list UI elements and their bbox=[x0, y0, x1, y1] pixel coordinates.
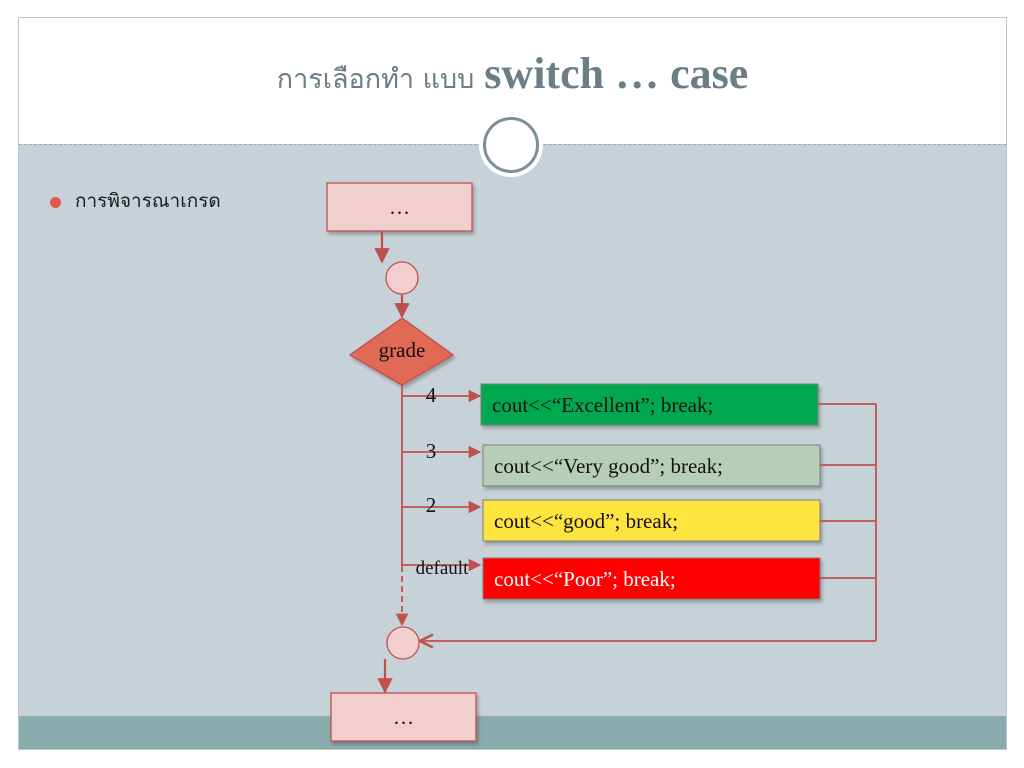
bottom-band bbox=[19, 716, 1006, 749]
title-ring-inner bbox=[483, 117, 539, 173]
branch-case-label: 4 bbox=[426, 383, 437, 407]
slide: การเลือกทำ แบบ switch … case การพิจารณาเก… bbox=[18, 17, 1007, 750]
bottom-connector-circle bbox=[386, 626, 420, 660]
end-box-label: … bbox=[393, 705, 414, 729]
branch-case-label: 3 bbox=[426, 439, 437, 463]
branch-case-label: 2 bbox=[426, 493, 437, 517]
switch-flowchart: … grade 4 cout<<“Excellent”; break; 3 co… bbox=[326, 182, 877, 742]
end-box: … bbox=[330, 692, 477, 742]
branch-case-label: default bbox=[416, 558, 469, 579]
slide-title-thai: การเลือกทำ แบบ bbox=[276, 64, 475, 95]
branch-case-2: 2 cout<<“good”; break; bbox=[402, 493, 876, 542]
top-connector-circle bbox=[385, 261, 419, 295]
branch-case-default: default cout<<“Poor”; break; bbox=[402, 557, 876, 600]
bullet-icon bbox=[50, 197, 61, 208]
branch-case-3: 3 cout<<“Very good”; break; bbox=[402, 439, 876, 487]
branch-statement: cout<<“Very good”; break; bbox=[494, 454, 723, 478]
branch-statement: cout<<“good”; break; bbox=[494, 509, 678, 533]
slide-title: การเลือกทำ แบบ switch … case bbox=[19, 48, 1006, 100]
branch-case-4: 4 cout<<“Excellent”; break; bbox=[402, 383, 876, 426]
slide-title-code: switch … case bbox=[484, 49, 749, 98]
start-box: … bbox=[326, 182, 473, 232]
branch-statement: cout<<“Poor”; break; bbox=[494, 567, 676, 591]
decision-label: grade bbox=[379, 338, 426, 362]
bullet-text: การพิจารณาเกรด bbox=[75, 190, 221, 212]
decision-diamond: grade bbox=[348, 317, 455, 386]
branch-statement: cout<<“Excellent”; break; bbox=[492, 393, 713, 417]
start-box-label: … bbox=[389, 195, 410, 219]
